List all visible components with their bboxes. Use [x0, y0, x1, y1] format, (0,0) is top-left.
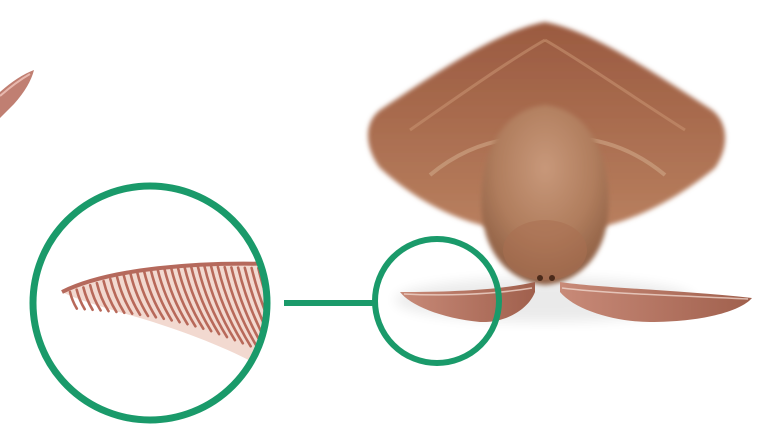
- partial-antenna-left-edge: [0, 70, 34, 118]
- antenna-pectination: [265, 268, 306, 367]
- magnifier-circle-large: [33, 186, 306, 420]
- moth: [368, 22, 752, 322]
